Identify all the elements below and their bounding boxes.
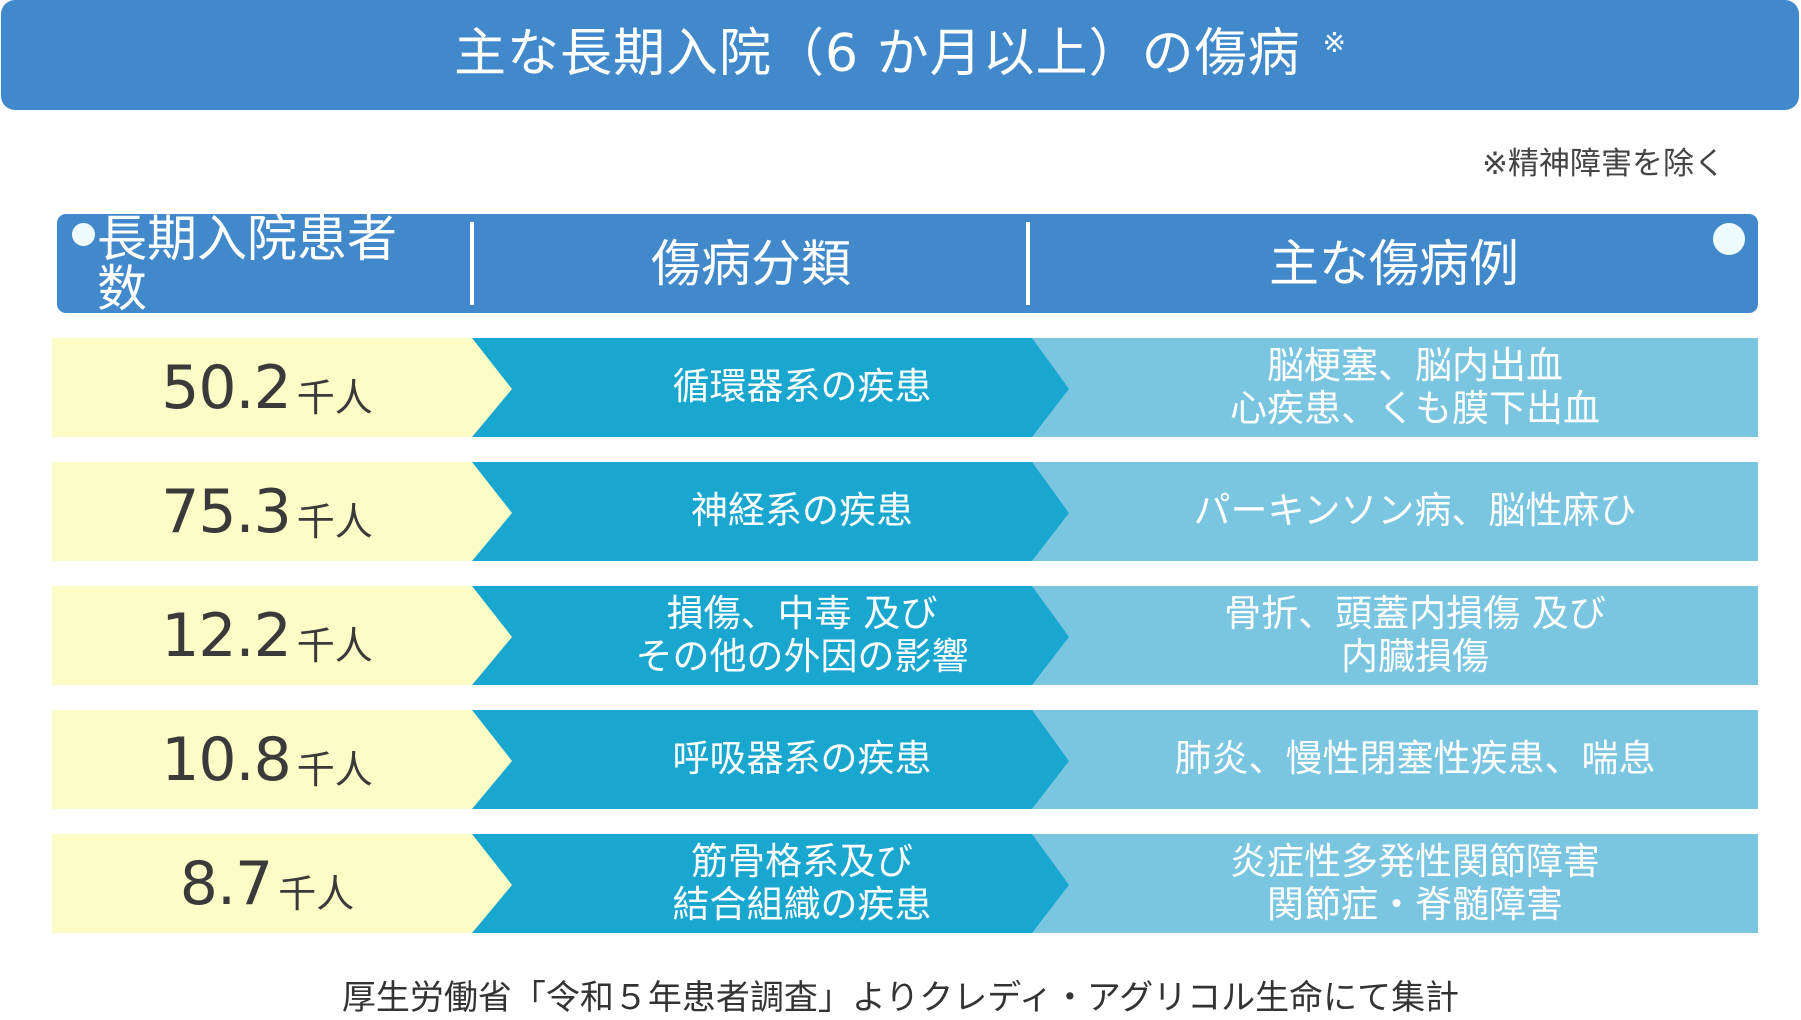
chevron-row-background — [52, 710, 1758, 809]
disease-examples: パーキンソン病、脳性麻ひ — [1072, 462, 1758, 561]
chevron-row-background — [52, 462, 1758, 561]
example-line: 心疾患、くも膜下出血 — [1230, 386, 1600, 430]
category-line: 循環器系の疾患 — [672, 365, 932, 409]
count-value: 50.2 — [161, 352, 292, 423]
header-divider — [470, 222, 474, 305]
count-unit: 千人 — [296, 376, 373, 420]
example-line: 内臓損傷 — [1341, 634, 1489, 678]
count-unit: 千人 — [296, 624, 373, 668]
category-line: 呼吸器系の疾患 — [672, 737, 932, 781]
disease-examples: 肺炎、慢性閉塞性疾患、喘息 — [1072, 710, 1758, 809]
category-line: 結合組織の疾患 — [672, 882, 932, 926]
example-line: 骨折、頭蓋内損傷 及び — [1224, 591, 1606, 635]
dot-decoration-icon — [72, 223, 95, 246]
disease-category: 神経系の疾患 — [492, 462, 1112, 561]
count-unit: 千人 — [278, 872, 355, 916]
count-value: 75.3 — [161, 476, 292, 547]
example-line: 関節症・脊髄障害 — [1267, 882, 1563, 926]
disease-examples: 骨折、頭蓋内損傷 及び 内臓損傷 — [1072, 586, 1758, 685]
example-line: パーキンソン病、脳性麻ひ — [1193, 489, 1637, 533]
category-line: 筋骨格系及び — [691, 839, 913, 883]
category-line: 損傷、中毒 及び — [666, 591, 938, 635]
title-banner: 主な長期入院（6 か月以上）の傷病 ※ — [1, 0, 1799, 110]
count-unit: 千人 — [296, 748, 373, 792]
chevron-row-background — [52, 586, 1758, 685]
header-examples: 主な傷病例 — [1269, 234, 1519, 293]
count-value: 8.7 — [179, 848, 273, 919]
header-category: 傷病分類 — [651, 234, 851, 293]
exclusion-note: ※精神障害を除く — [1482, 146, 1725, 182]
disease-category: 損傷、中毒 及び その他の外因の影響 — [492, 586, 1112, 685]
dot-decoration-icon — [1713, 223, 1745, 255]
source-footnote: 厚生労働省「令和５年患者調査」よりクレディ・アグリコル生命にて集計 — [341, 978, 1460, 1018]
example-line: 脳梗塞、脳内出血 — [1267, 343, 1563, 387]
disease-category: 呼吸器系の疾患 — [492, 710, 1112, 809]
header-patient-count: 長期入院患者数 — [97, 209, 397, 318]
count-value: 10.8 — [161, 724, 292, 795]
category-line: その他の外因の影響 — [635, 634, 969, 678]
example-line: 炎症性多発性関節障害 — [1230, 839, 1600, 883]
disease-examples: 炎症性多発性関節障害 関節症・脊髄障害 — [1072, 834, 1758, 933]
disease-category: 筋骨格系及び 結合組織の疾患 — [492, 834, 1112, 933]
chevron-row-background — [52, 338, 1758, 437]
category-line: 神経系の疾患 — [691, 489, 913, 533]
chevron-row-background — [52, 834, 1758, 933]
disease-category: 循環器系の疾患 — [492, 338, 1112, 437]
title-footnote-mark: ※ — [1322, 25, 1347, 59]
example-line: 肺炎、慢性閉塞性疾患、喘息 — [1174, 737, 1656, 781]
table-header: 長期入院患者数 傷病分類 主な傷病例 — [57, 209, 1758, 318]
count-value: 12.2 — [161, 600, 292, 671]
page-title: 主な長期入院（6 か月以上）の傷病 — [453, 24, 1301, 84]
header-divider — [1026, 222, 1030, 305]
disease-examples: 脳梗塞、脳内出血 心疾患、くも膜下出血 — [1072, 338, 1758, 437]
count-unit: 千人 — [296, 500, 373, 544]
